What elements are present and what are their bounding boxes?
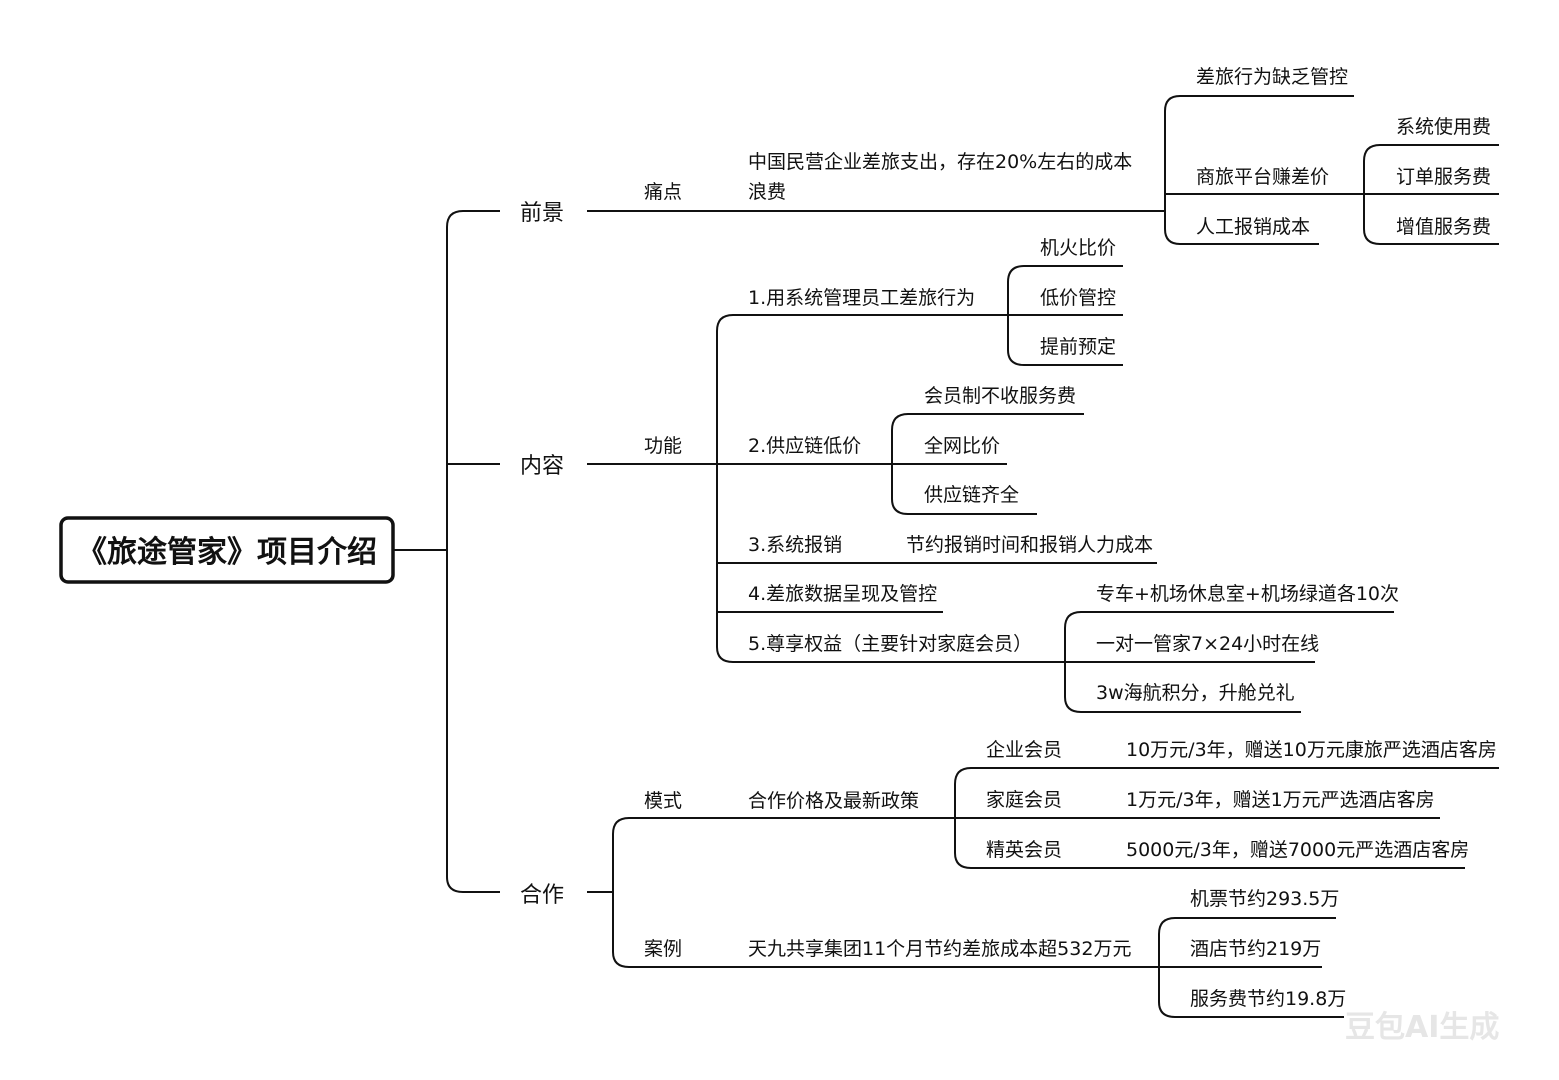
f2-bracket [891,413,1084,515]
f2-item-3: 供应链齐全 [924,484,1019,506]
fee-item-3: 增值服务费 [1396,216,1491,238]
tier-1-name: 企业会员 [986,739,1062,761]
mode-policy: 合作价格及最新政策 [748,790,919,812]
function-bracket [716,314,1157,663]
f5-item-2: 一对一管家7×24小时在线 [1096,633,1319,655]
f3-detail: 节约报销时间和报销人力成本 [906,534,1153,556]
f1-bracket [1007,265,1123,366]
fee-item-2: 订单服务费 [1396,166,1491,188]
tier-bracket [954,767,1499,869]
case-item-2: 酒店节约219万 [1190,938,1321,960]
fee-item-1: 系统使用费 [1396,116,1491,138]
tier-3-name: 精英会员 [986,839,1062,861]
branch-prospect: 前景 [520,201,564,226]
painpoint-label: 痛点 [644,181,682,203]
tier-3-detail: 5000元/3年，赠送7000元严选酒店客房 [1126,839,1469,861]
fee-bracket [1363,144,1499,245]
cause-platform: 商旅平台赚差价 [1196,166,1329,188]
f3-label: 3.系统报销 [748,534,842,556]
tier-2-detail: 1万元/3年，赠送1万元严选酒店客房 [1126,789,1435,811]
root-node-title: 《旅途管家》项目介绍 [77,535,377,570]
f1-item-2: 低价管控 [1040,287,1116,309]
f4-label: 4.差旅数据呈现及管控 [748,583,937,605]
case-bracket [1158,917,1344,1018]
cause-bracket [1164,95,1364,245]
f2-label: 2.供应链低价 [748,435,861,457]
f1-item-3: 提前预定 [1040,336,1116,358]
painpoint-desc-line2: 浪费 [748,181,786,203]
f2-item-1: 会员制不收服务费 [924,385,1076,407]
f2-item-2: 全网比价 [924,435,1000,457]
cause-manual: 人工报销成本 [1196,216,1310,238]
branch-content: 内容 [520,454,564,479]
mode-label: 模式 [644,790,682,812]
f5-item-3: 3w海航积分，升舱兑礼 [1096,682,1295,704]
function-label: 功能 [644,435,682,457]
watermark: 豆包AI生成 [1345,1010,1499,1045]
f1-label: 1.用系统管理员工差旅行为 [748,287,975,309]
f5-item-1: 专车+机场休息室+机场绿道各10次 [1096,583,1399,605]
main-bracket [446,210,500,893]
tier-1-detail: 10万元/3年，赠送10万元康旅严选酒店客房 [1126,739,1497,761]
painpoint-desc-line1: 中国民营企业差旅支出，存在20%左右的成本 [748,151,1132,173]
case-item-3: 服务费节约19.8万 [1190,988,1346,1010]
case-summary: 天九共享集团11个月节约差旅成本超532万元 [748,938,1131,960]
tier-2-name: 家庭会员 [986,789,1062,811]
f1-item-1: 机火比价 [1040,237,1116,259]
cause-behavior: 差旅行为缺乏管控 [1196,66,1348,88]
f5-bracket [1064,611,1394,713]
cooperation-bracket [612,817,1159,968]
branch-cooperation: 合作 [520,883,564,908]
f5-label: 5.尊享权益（主要针对家庭会员） [748,633,1032,655]
case-item-1: 机票节约293.5万 [1190,888,1339,910]
case-label: 案例 [644,938,682,960]
